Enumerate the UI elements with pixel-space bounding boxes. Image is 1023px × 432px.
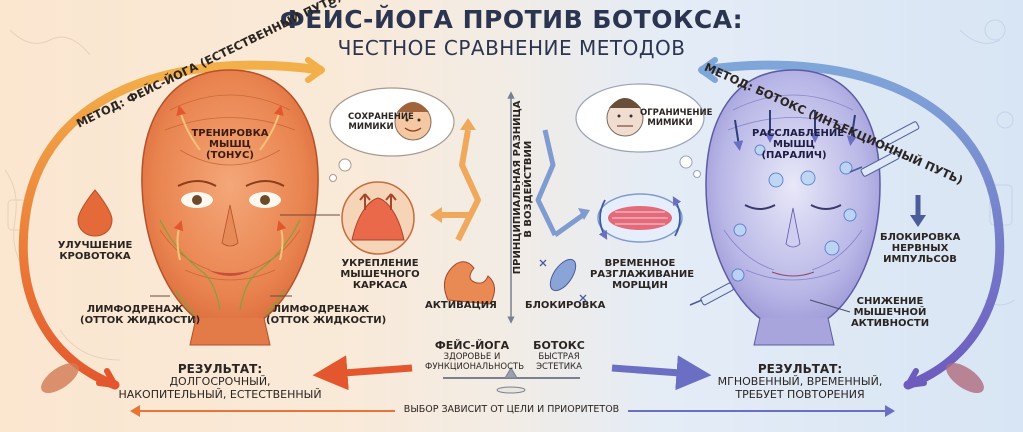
yoga-lymph-right-label: ЛИМФОДРЕНАЖ(ОТТОК ЖИДКОСТИ) bbox=[266, 304, 387, 327]
yoga-thought-bubble bbox=[329, 87, 455, 182]
botox-thought-bubble bbox=[575, 83, 705, 178]
scale-right-title: БОТОКС bbox=[533, 339, 585, 352]
muscle-decor-left bbox=[41, 362, 79, 394]
footer-text: ВЫБОР ЗАВИСИТ ОТ ЦЕЛИ И ПРИОРИТЕТОВ bbox=[403, 404, 620, 415]
botox-method-arc bbox=[698, 60, 1005, 390]
muscle-decor-right bbox=[946, 362, 984, 394]
scale-left-title: ФЕЙС-ЙОГА bbox=[434, 339, 510, 352]
yoga-method-arc bbox=[18, 60, 325, 390]
blood-drop-icon bbox=[77, 189, 113, 237]
page-title: ФЕЙС-ЙОГА ПРОТИВ БОТОКСА: bbox=[279, 5, 744, 34]
center-zigzag-right bbox=[535, 129, 558, 237]
syringe-icon bbox=[689, 121, 920, 306]
yoga-activation-label: АКТИВАЦИЯ bbox=[425, 300, 497, 311]
balance-scale bbox=[443, 367, 580, 394]
botox-block-label: БЛОКИРОВКА bbox=[525, 300, 606, 311]
botox-face bbox=[705, 69, 881, 346]
flexed-arm-icon bbox=[443, 261, 495, 305]
botox-result: РЕЗУЛЬТАТ: МГНОВЕННЫЙ, ВРЕМЕННЫЙ,ТРЕБУЕТ… bbox=[717, 362, 883, 401]
center-zigzag-left bbox=[455, 129, 481, 242]
muscle-frame-icon bbox=[341, 181, 415, 255]
yoga-lymph-left-label: ЛИМФОДРЕНАЖ(ОТТОК ЖИДКОСТИ) bbox=[80, 304, 201, 327]
background-decor bbox=[4, 29, 121, 361]
yoga-result: РЕЗУЛЬТАТ: ДОЛГОСРОЧНЫЙ,НАКОПИТЕЛЬНЫЙ, Е… bbox=[118, 362, 322, 401]
blocked-muscle-icon bbox=[539, 258, 587, 302]
page-subtitle: ЧЕСТНОЕ СРАВНЕНИЕ МЕТОДОВ bbox=[337, 36, 686, 60]
yoga-face bbox=[141, 69, 319, 346]
relaxed-muscle-icon bbox=[597, 193, 683, 243]
